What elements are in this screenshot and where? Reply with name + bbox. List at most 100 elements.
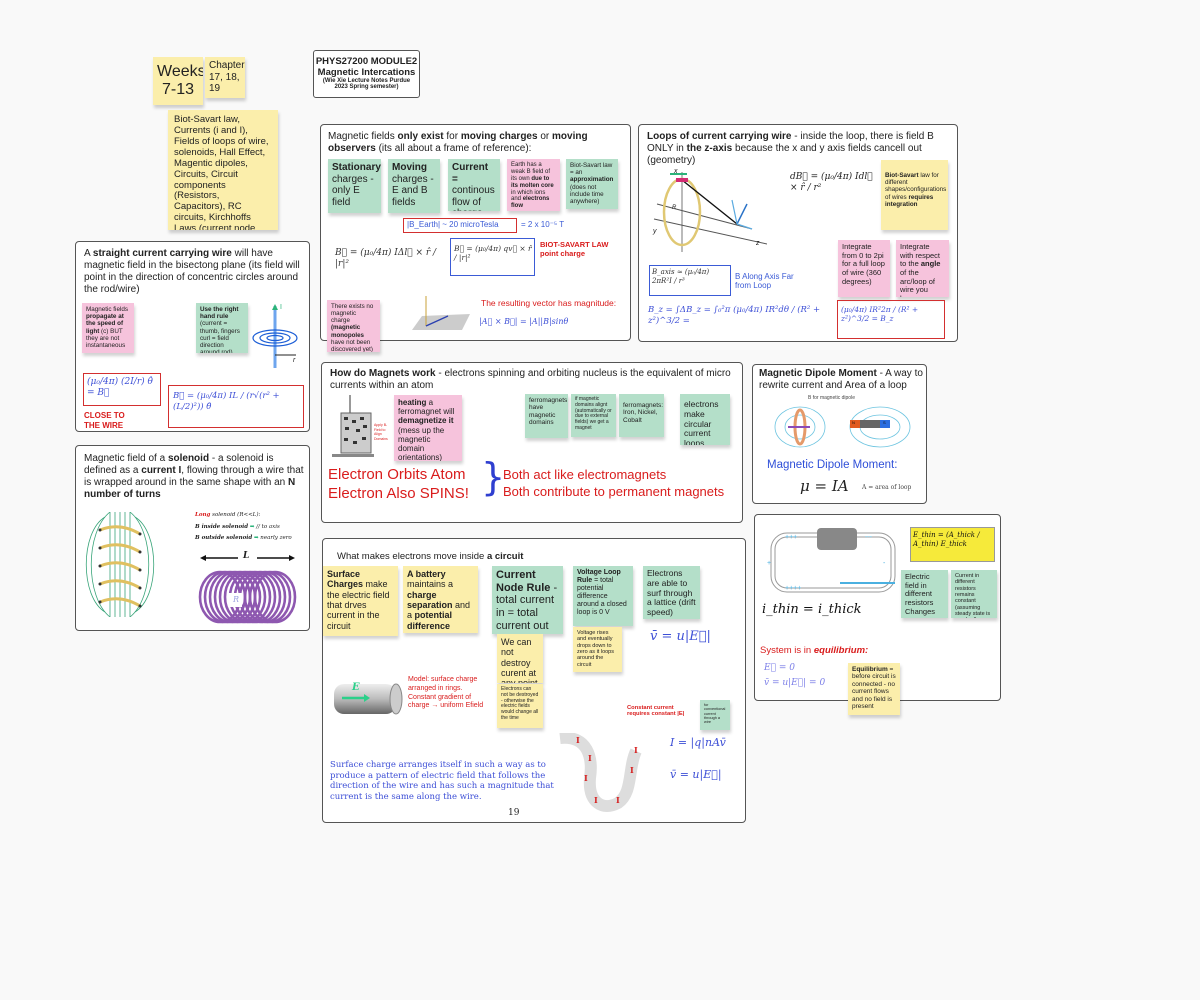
long-solenoid-list: Long solenoid (R<<L): B inside solenoid … [195,510,292,545]
conventional-current-note[interactable]: for conventional current through a wire [700,700,730,730]
text-segment: Voltage Loop Rule [577,569,621,585]
text-segment: straight current carrying wire [92,248,232,259]
text-segment: There exists no magnetic charge [331,303,374,325]
text-segment: How do Magnets work [330,368,436,379]
current-loops-note[interactable]: electrons make circular current loops [680,394,730,445]
dipole-field-diagram [774,406,911,448]
axis-y-label: y [653,228,657,235]
text-segment: maintains a [407,579,454,590]
text-segment: Moving [392,162,427,173]
equilibrium-formula-1: E⃗ = 0 [764,663,795,673]
magnitude-formula: |A⃗ × B⃗| = |A||B|sinθ [479,317,569,326]
text-segment: Electrons are able to surf through a lat… [647,568,696,618]
text-segment: or [537,131,553,142]
topics-sticky[interactable]: Biot-Savart law, Currents (i and I), Fie… [168,110,278,230]
node-rule-note[interactable]: Current Node Rule - total current in = t… [492,566,563,634]
moving-note[interactable]: Moving charges - E and B fields [388,159,440,213]
bz-result-box [837,300,945,339]
svg-text:-: - [883,560,886,567]
electromagnet-text: Both act like electromagnets Both contri… [503,467,724,500]
text-segment: (does not include time anywhere) [570,183,604,206]
right-hand-rule-note[interactable]: Use the right hand rule (current = thumb… [196,303,248,353]
text-segment: because the x and y axis fields cancell … [647,143,922,166]
current-mark: I [594,795,598,805]
chapters-sticky[interactable]: Chapters 17, 18, 19 [205,57,245,98]
dipole-formula: μ = IA [800,477,849,495]
north-pole-label: N [852,420,855,425]
text-segment: N number of turns [84,477,296,500]
dipole-moment-frame[interactable] [752,364,927,504]
monopole-note[interactable]: There exists no magnetic charge (magneti… [327,300,380,352]
voltage-loop-note[interactable]: Voltage Loop Rule = total potential diff… [573,566,633,626]
text-segment: a ferromagnet will [398,398,455,417]
surface-charges-note[interactable]: Surface Charges make the electric field … [323,566,398,636]
orbit-line: Electron Orbits Atom [328,466,466,483]
dipole-caption: B for magnetic dipole [808,395,855,401]
domains-diagram-label: Apply B-Field to Align Domains [374,423,388,441]
text-segment: Electrons can not be destroyed - otherwi… [501,686,539,721]
close-to-wire-label: CLOSE TO THE WIRE [84,411,125,430]
drift-speed-note[interactable]: Electrons are able to surf through a lat… [643,566,700,619]
current-note[interactable]: Current = continous flow of charge [448,159,500,211]
text-segment: of the arc/loop of wire you have [900,267,936,297]
bz-result-formula: (μ₀/4π) IR²2π / (R² + z²)^3/2 = B_z [841,305,919,324]
text-segment: ferromagnets: Iron, Nickel, Cobalt [623,402,664,424]
text-segment: What makes electrons move inside [337,551,487,562]
heating-note[interactable]: heating a ferromagnet will demagnetize i… [394,395,462,461]
db-formula: dB⃗ = (μ₀/4π) Idl⃗ × r̂ / r² [790,172,873,194]
text-segment: charges - E and B fields [392,173,434,208]
integrate-range-note[interactable]: Integrate from 0 to 2pi for a full loop … [838,240,890,297]
module-title-box[interactable]: PHYS27200 MODULE2 Magnetic Intercations … [313,50,420,98]
circuit-title: What makes electrons move inside a circu… [337,551,523,562]
text-segment: propagate at the speed of light [86,313,124,335]
text-segment: - A way to rewrite current and Area of a… [759,368,923,391]
electrons-not-destroyed-note[interactable]: Electrons can not be destroyed - otherwi… [497,684,543,728]
text-segment: Integrate with respect to the [900,242,941,269]
finite-wire-formula: B⃗ = (μ₀/4π) IL / (r√(r² + (L/2)²)) θ̂ [173,391,280,412]
outside-label: B outside solenoid [195,535,253,542]
e-field-label: E [352,682,360,693]
equilibrium-note[interactable]: Equilibrium = before circuit is connecte… [848,663,900,715]
voltage-rises-note[interactable]: Voltage rises and eventually drops down … [573,627,622,672]
no-destroy-note[interactable]: We can not destroy curent at any point [497,634,543,683]
weeks-sticky[interactable]: Weeks 7-13 [153,57,203,105]
title-line3: (Wie Xie Lecture Notes Purdue 2023 Sprin… [322,78,411,90]
domains-note[interactable]: ferromagnets have magnetic domains [525,394,568,438]
electron-orbits-text: Electron Orbits Atom Electron Also SPINS… [328,466,469,504]
text-segment: (magnetic monopoles [331,324,365,339]
stationary-note[interactable]: Stationary charges - only E field [328,159,381,213]
loops-intro: Loops of current carrying wire - inside … [647,131,953,167]
materials-note[interactable]: ferromagnets: Iron, Nickel, Cobalt [619,394,664,437]
current-constant-note[interactable]: Current in different resistors remains c… [951,570,997,618]
magnets-intro: How do Magnets work - electrons spinning… [330,368,738,392]
text-segment: heating [398,398,427,407]
solenoid-coil-diagram [198,570,297,624]
text-segment: current I [141,465,182,476]
biot-savart-current-formula: B⃗ = (μ₀/4π) IΔl⃗ × r̂ / |r|² [335,248,437,270]
integration-note[interactable]: Biot-Savart law for different shapes/con… [881,160,948,230]
magnitude-label: The resulting vector has magnitude: [481,298,617,308]
light-speed-note[interactable]: Magnetic fields propagate at the speed o… [82,303,134,353]
long-rest: solenoid (R<<L): [212,512,261,518]
alignment-note[interactable]: if magnetic domains alignt (automaticall… [571,394,616,437]
field-changes-note[interactable]: Electric field in different resistors Ch… [901,570,948,618]
wire-cylinder-diagram [334,683,403,715]
axis-z-label: z [756,240,760,247]
circuit-surface-charge-diagram: +++---+-++++ [767,528,896,593]
how-magnets-work-frame[interactable] [321,362,743,523]
current-mark: I [576,735,580,745]
earth-note[interactable]: Earth has a weak B field of its own due … [507,159,560,211]
battery-note[interactable]: A battery maintains a charge separation … [403,566,478,633]
brace-icon: } [481,455,506,499]
i-thin-formula: i_thin = i_thick [762,602,862,617]
drift-velocity-formula-2: v̄ = u|E⃗| [670,768,722,781]
text-segment: Electric field in different resistors Ch… [905,572,936,616]
approximation-note[interactable]: Biot-Savart law = an approximation (does… [566,159,618,209]
text-segment: angle [920,259,941,269]
text-segment: (mess up the magnetic domain orientation… [398,425,445,461]
integrate-angle-note[interactable]: Integrate with respect to the angle of t… [896,240,949,297]
outside-row: B outside solenoid ➡ nearly zero [195,533,292,545]
finite-wire-formula-box [168,385,304,428]
text-segment: Use the right hand rule [200,306,239,321]
